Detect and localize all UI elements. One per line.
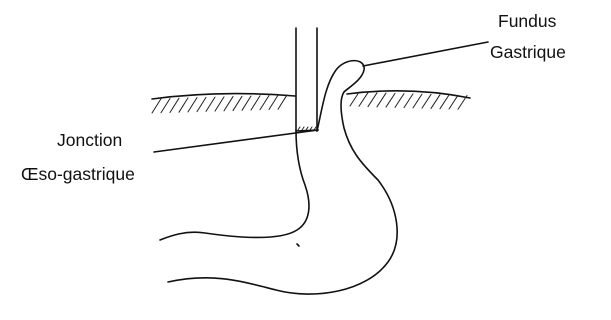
diaphragm-hatching-right [350,92,467,109]
fundus-label-line1: Fundus [498,13,556,31]
hatch-stroke [251,96,260,110]
hatch-stroke [224,97,233,111]
fundus-label-line2: Gastrique [490,44,566,62]
hatch-stroke [449,95,458,109]
pylorus-mark [297,244,299,246]
hatch-stroke [197,97,206,111]
hatch-stroke [404,94,413,108]
hatch-stroke [422,94,431,108]
hatch-stroke [278,95,287,109]
hatch-stroke [413,94,422,108]
hatch-stroke [377,93,386,107]
diaphragm-hatching-left [152,95,287,113]
hatch-stroke [206,97,215,111]
hatch-stroke [170,98,179,112]
hatch-stroke [215,97,224,111]
hatch-stroke [161,98,170,112]
hatch-stroke [233,96,242,110]
fundus-leader-line [363,42,488,66]
stomach-lesser-curvature [160,130,309,240]
hatch-stroke [350,92,359,106]
junction-label-line1: Jonction [57,132,122,150]
hatch-stroke [458,96,467,110]
hatch-stroke [440,95,449,109]
hatch-stroke [368,93,377,107]
hatch-stroke [269,95,278,109]
hatch-stroke [431,95,440,109]
hatch-stroke [152,99,161,113]
hatch-stroke [242,96,251,110]
junction-label-line2: Œso-gastrique [21,166,135,184]
hatch-stroke [179,98,188,112]
hatch-stroke [359,93,368,107]
hatch-stroke [395,94,404,108]
hatch-stroke [386,93,395,107]
hatch-stroke [260,95,269,109]
junction-leader-line [154,130,318,152]
hatch-stroke [188,98,197,112]
